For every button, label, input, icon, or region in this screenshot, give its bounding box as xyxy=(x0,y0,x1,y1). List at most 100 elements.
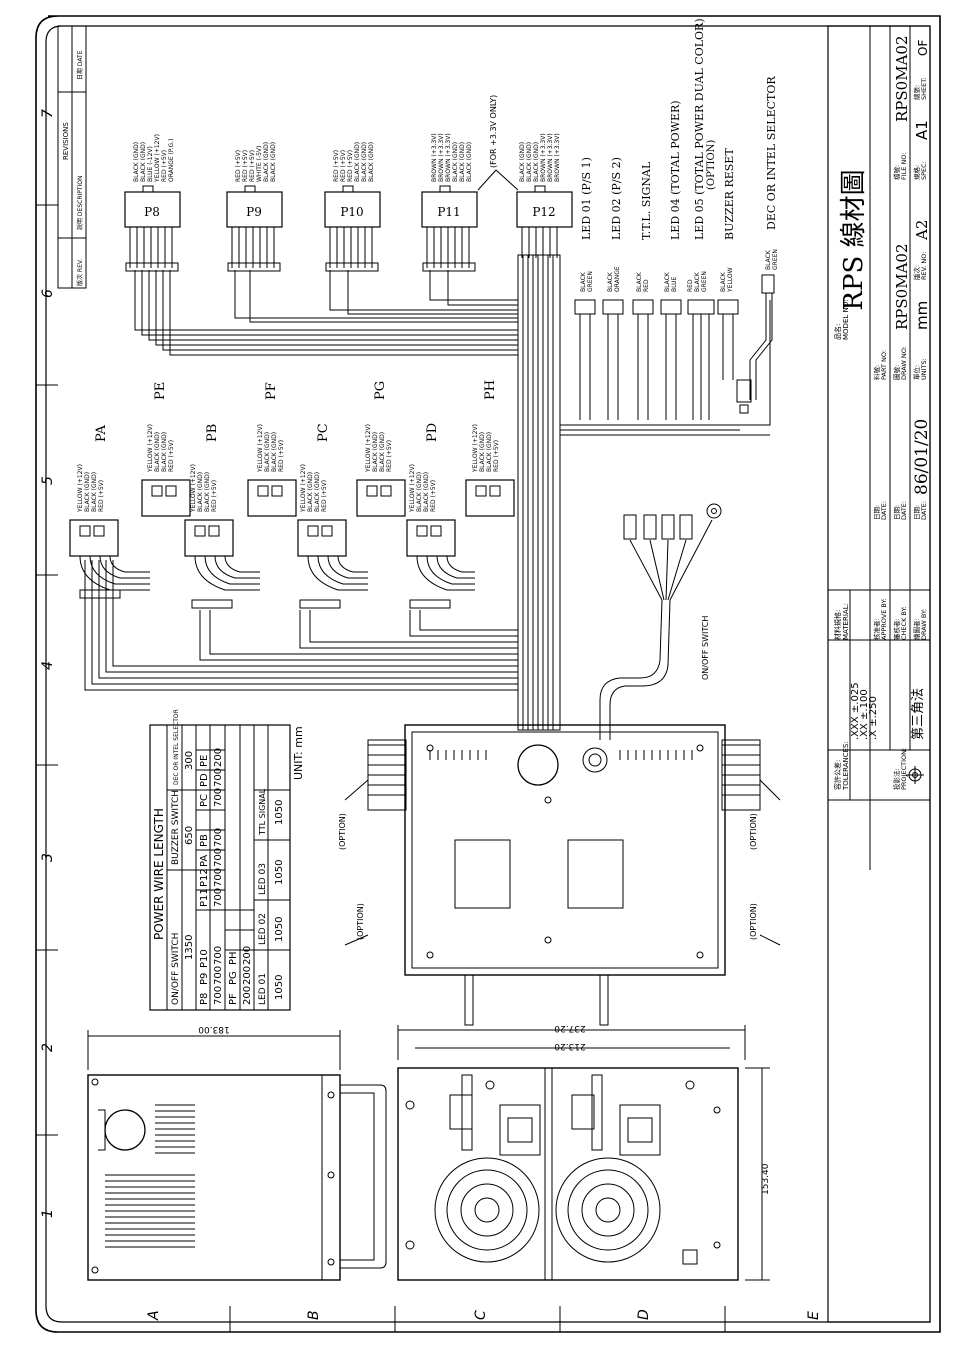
part-label: 料號:PART NO: xyxy=(872,350,888,380)
revisions-header: REVISIONS xyxy=(62,122,70,160)
p11-wire-2: BROWN (+3.3V) xyxy=(438,133,445,182)
table-unit: UNIT: mm xyxy=(292,726,305,780)
table-len-p9: 700 xyxy=(213,966,224,985)
connector-p8: P8 BLACK (GND) BLACK (GND) BLUE (-12V) Y… xyxy=(124,134,181,272)
pc-pin-3: BLACK (GND) xyxy=(314,472,321,512)
zone-row-e: E xyxy=(806,1311,822,1320)
pg-label: PG xyxy=(373,381,388,400)
table-hdr-p12: P12 xyxy=(199,868,210,887)
table-hdr-pg: PG xyxy=(228,971,239,985)
p10-wire-3: RED (+5V) xyxy=(347,150,354,182)
table-len-p12: 700 xyxy=(213,868,224,887)
model-label: 品名:MODEL NO: xyxy=(833,300,850,340)
table-hdr-p9: P9 xyxy=(199,973,210,985)
material-label: 材料規格:MATERIAL: xyxy=(833,603,850,640)
draw-by-label: 繪圖者:DRAW BY: xyxy=(912,609,928,640)
pg-pin-3: BLACK (GND) xyxy=(379,432,386,472)
pb-pin-1: YELLOW (+12V) xyxy=(190,464,197,513)
pb-pin-2: BLACK (GND) xyxy=(197,472,204,512)
p11-wire-1: BROWN (+3.3V) xyxy=(431,133,438,182)
p9-wire-3: RED (+5V) xyxy=(249,150,256,182)
table-hdr-pb: PB xyxy=(199,834,210,847)
dim-153: 153.40 xyxy=(761,1163,771,1195)
connector-p12-label: P12 xyxy=(532,205,555,219)
table-len-led01: 1050 xyxy=(274,975,285,1000)
ph-label: PH xyxy=(483,380,498,400)
p9-wire-2: RED (+5V) xyxy=(242,150,249,182)
zone-col-7: 7 xyxy=(40,109,56,118)
main-harness xyxy=(84,254,771,731)
connector-p11: P11 BROWN (+3.3V) BROWN (+3.3V) BROWN (+… xyxy=(421,133,478,272)
option-label-1: (OPTION) xyxy=(338,813,347,850)
tolerance-label: 容許公差:TOLERANCES: xyxy=(833,741,850,791)
table-len-p10: 700 xyxy=(213,946,224,965)
selector-label: DEC OR INTEL SELECTOR xyxy=(765,76,778,230)
table-hdr-pa: PA xyxy=(199,855,210,867)
p8-wire-3: BLUE (-12V) xyxy=(147,146,154,182)
revisions-date-col: 日期 DATE xyxy=(76,50,84,80)
p9-wire-5: BLACK (GND) xyxy=(263,142,270,182)
pc-pin-4: RED (+5V) xyxy=(321,480,328,512)
sheet-border xyxy=(35,15,941,1333)
table-hdr-p8: P8 xyxy=(199,993,210,1005)
table-col-buzzer: BUZZER SWITCH xyxy=(171,790,181,865)
pf-pin-1: YELLOW (+12V) xyxy=(257,424,264,473)
connector-p11-label: P11 xyxy=(437,205,460,219)
table-len-ttl: 1050 xyxy=(274,800,285,825)
switch-label: ON/OFF SWITCH xyxy=(701,616,710,680)
led02-wire-2: ORANGE xyxy=(614,266,621,292)
check-label: 審核者:CHECK BY: xyxy=(892,606,908,640)
led05-wire-2: BLACK xyxy=(694,271,701,292)
pb-pin-4: RED (+5V) xyxy=(211,480,218,512)
draw-no-label: 圖號:DRAW NO: xyxy=(892,346,908,380)
zone-col-4: 4 xyxy=(40,661,56,670)
ttl-wire-1: BLACK xyxy=(636,271,643,292)
table-len-ph: 200 xyxy=(242,946,253,965)
pe-pin-1: YELLOW (+12V) xyxy=(147,424,154,473)
table-hdr-led03: LED 03 xyxy=(258,863,268,895)
date-label-b: 日期:DATE: xyxy=(893,501,908,520)
pc-pin-1: YELLOW (+12V) xyxy=(300,464,307,513)
title-block: 品名:MODEL NO: RPS 線材圖 料號:PART NO: 圖號:DRAW… xyxy=(827,25,932,1323)
table-hdr-pd: PD xyxy=(199,773,210,787)
p10-wire-1: RED (+5V) xyxy=(333,150,340,182)
p8-wire-2: BLACK (GND) xyxy=(140,142,147,182)
ph-pin-2: BLACK (GND) xyxy=(479,432,486,472)
selector-wire-2: GREEN xyxy=(772,249,779,270)
date-label-a: 日期:DATE: xyxy=(873,501,888,520)
pd-pin-4: RED (+5V) xyxy=(430,480,437,512)
dim-237: 237.20 xyxy=(554,1023,586,1033)
p11-wire-3: BROWN (+3.3V) xyxy=(445,133,452,182)
psu-top-view: (OPTION) (OPTION) (OPTION) (OPTION) xyxy=(338,724,781,1026)
approve-label: 核准者:APPROVE BY: xyxy=(872,598,888,640)
pb-label: PB xyxy=(205,424,220,442)
p9-wire-6: BLACK (GND) xyxy=(270,142,277,182)
table-title: POWER WIRE LENGTH xyxy=(152,808,166,940)
pa-pin-3: BLACK (GND) xyxy=(91,472,98,512)
pe-pin-4: RED (+5V) xyxy=(168,440,175,472)
buzzer-wire-1: BLACK xyxy=(720,271,727,292)
zone-col-2: 2 xyxy=(40,1043,56,1052)
p12-wire-5: BROWN (+3.3V) xyxy=(547,133,554,182)
table-hdr-p11: P11 xyxy=(199,888,210,907)
tol-x: .X ±.250 xyxy=(868,696,879,740)
drawing-title: RPS 線材圖 xyxy=(839,169,869,310)
pa-pin-1: YELLOW (+12V) xyxy=(77,464,84,513)
selector-wire-1: BLACK xyxy=(765,249,772,270)
units-value: mm xyxy=(913,301,931,330)
rev-label: 版次:REV. NO: xyxy=(912,252,928,280)
table-hdr-pe: PE xyxy=(199,755,210,767)
table-len-pb: 700 xyxy=(213,828,224,847)
table-hdr-pf: PF xyxy=(228,993,239,1005)
p9-wire-1: RED (+5V) xyxy=(235,150,242,182)
connector-p9: P9 RED (+5V) RED (+5V) RED (+5V) WHITE (… xyxy=(226,142,283,272)
pd-pin-3: BLACK (GND) xyxy=(423,472,430,512)
table-len-led02: 1050 xyxy=(274,917,285,942)
led05-wire-1: RED xyxy=(687,279,694,292)
tol-xx: .XX ±.100 xyxy=(859,689,870,740)
revisions-rev-col: 版次 REV. xyxy=(76,259,84,286)
spec-value: A1 xyxy=(913,120,931,140)
pc-label: PC xyxy=(316,423,331,442)
table-len-p8: 700 xyxy=(213,986,224,1005)
